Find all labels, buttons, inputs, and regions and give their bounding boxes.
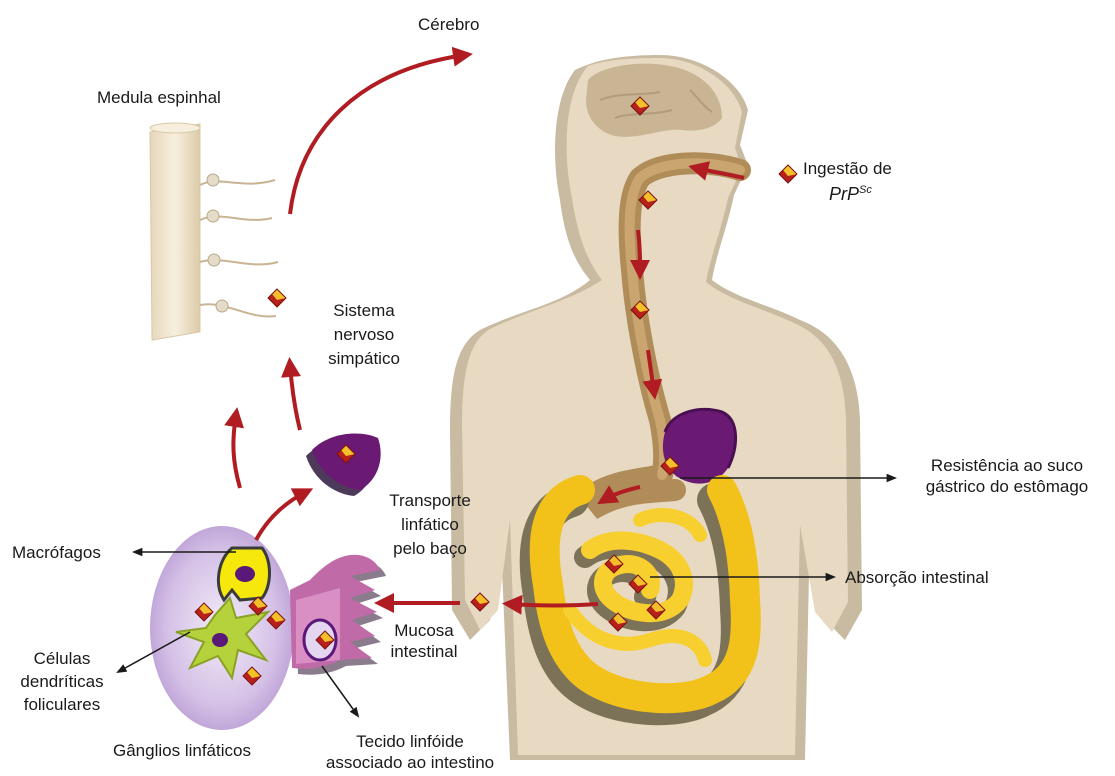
- label-celulas-line1: Células: [12, 648, 112, 669]
- label-prp-text: PrP: [829, 184, 859, 204]
- label-absorcao-intestinal: Absorção intestinal: [845, 567, 989, 588]
- intestinal-mucosa: [290, 555, 386, 675]
- label-tecido-line1: Tecido linfóide: [300, 731, 520, 752]
- label-ingestao: Ingestão de: [803, 158, 913, 179]
- label-sistema-line1: Sistema: [316, 300, 412, 321]
- label-transporte-line1: Transporte: [380, 490, 480, 511]
- label-resistencia-line2: gástrico do estômago: [902, 476, 1112, 497]
- label-transporte-line2: linfático: [380, 514, 480, 535]
- label-ganglios-linfaticos: Gânglios linfáticos: [113, 740, 251, 761]
- label-sistema-line2: nervoso: [316, 324, 412, 345]
- label-mucosa-line2: intestinal: [374, 641, 474, 662]
- label-transporte-line3: pelo baço: [380, 538, 480, 559]
- human-body: [450, 55, 862, 760]
- label-sistema-nervoso-simpatico: Sistema nervoso simpático: [316, 300, 412, 369]
- label-transporte-linfatico: Transporte linfático pelo baço: [380, 490, 480, 559]
- label-medula-espinhal: Medula espinhal: [97, 87, 221, 108]
- label-ingestao-line1: Ingestão de: [803, 159, 892, 178]
- spleen: [306, 434, 381, 496]
- label-prp: PrPSc: [829, 180, 872, 205]
- label-prp-superscript: Sc: [859, 184, 872, 196]
- label-celulas-line3: foliculares: [12, 694, 112, 715]
- label-celulas-dendriticas: Células dendríticas foliculares: [12, 648, 112, 715]
- label-sistema-line3: simpático: [316, 348, 412, 369]
- label-cerebro: Cérebro: [418, 14, 479, 35]
- label-resistencia-suco-gastrico: Resistência ao suco gástrico do estômago: [902, 455, 1112, 497]
- spinal-cord: [150, 123, 278, 340]
- label-mucosa-line1: Mucosa: [374, 620, 474, 641]
- lymph-node: [150, 526, 294, 730]
- label-celulas-line2: dendríticas: [12, 671, 112, 692]
- label-resistencia-line1: Resistência ao suco: [902, 455, 1112, 476]
- label-mucosa-intestinal: Mucosa intestinal: [374, 620, 474, 662]
- label-tecido-linfoide: Tecido linfóide associado ao intestino: [300, 731, 520, 773]
- label-tecido-line2: associado ao intestino: [300, 752, 520, 773]
- label-macrofagos: Macrófagos: [12, 542, 101, 563]
